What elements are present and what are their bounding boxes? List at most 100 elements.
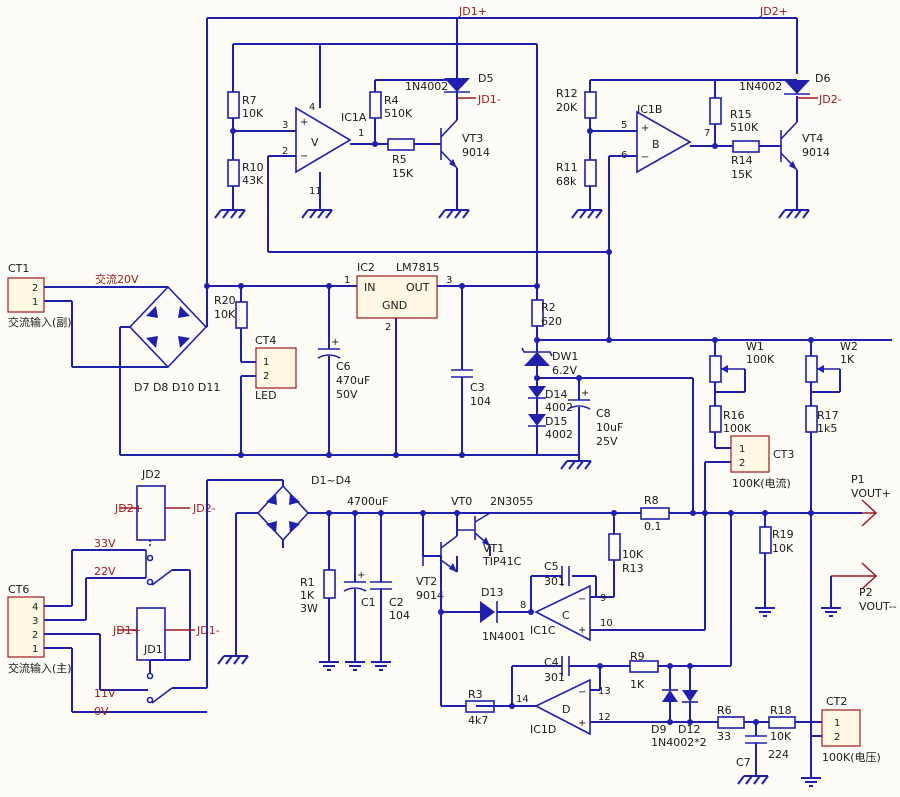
net-label-jd1-plus-top: JD1+ bbox=[458, 5, 487, 18]
svg-text:1K: 1K bbox=[300, 589, 315, 602]
svg-text:CT4: CT4 bbox=[255, 334, 276, 347]
svg-text:4k7: 4k7 bbox=[468, 714, 488, 727]
svg-text:D13: D13 bbox=[481, 586, 503, 599]
svg-text:CT3: CT3 bbox=[773, 448, 794, 461]
svg-text:R15: R15 bbox=[730, 108, 752, 121]
svg-text:1N4002: 1N4002 bbox=[405, 80, 448, 93]
svg-text:DW1: DW1 bbox=[552, 350, 578, 363]
svg-text:−: − bbox=[300, 151, 308, 162]
svg-text:3W: 3W bbox=[300, 602, 318, 615]
regulator-ic2: IC2 LM7815 IN OUT GND 1 3 2 bbox=[344, 261, 452, 333]
net-label-jd2-minus-top: JD2- bbox=[818, 93, 842, 106]
diode-d13: D13 1N4001 bbox=[480, 586, 525, 643]
svg-text:1: 1 bbox=[344, 275, 350, 286]
capacitor-c3: C3 104 bbox=[451, 369, 491, 408]
svg-text:25V: 25V bbox=[596, 435, 618, 448]
svg-text:JD2+: JD2+ bbox=[759, 5, 788, 18]
svg-text:10K: 10K bbox=[770, 730, 792, 743]
svg-text:33V: 33V bbox=[94, 537, 116, 550]
resistor-r20: R20 10K bbox=[214, 294, 248, 329]
svg-text:C2: C2 bbox=[389, 596, 404, 609]
diode-d6: 1N4002 D6 bbox=[739, 72, 830, 95]
svg-text:7: 7 bbox=[704, 128, 710, 139]
svg-text:VT1: VT1 bbox=[483, 542, 504, 555]
svg-text:D12: D12 bbox=[678, 723, 700, 736]
svg-text:D7 D8 D10 D11: D7 D8 D10 D11 bbox=[134, 381, 220, 394]
capacitor-c6: + C6 470uF 50V bbox=[317, 337, 370, 401]
svg-text:R12: R12 bbox=[556, 87, 578, 100]
svg-text:3: 3 bbox=[446, 275, 452, 286]
svg-text:9: 9 bbox=[600, 593, 606, 604]
svg-text:13: 13 bbox=[598, 686, 611, 697]
svg-text:224: 224 bbox=[768, 748, 789, 761]
svg-text:68k: 68k bbox=[556, 175, 577, 188]
potentiometer-w2: W2 1K bbox=[805, 340, 858, 383]
net-label-jd2-plus-top: JD2+ bbox=[759, 5, 788, 18]
svg-text:8: 8 bbox=[520, 600, 526, 611]
svg-text:C3: C3 bbox=[470, 381, 485, 394]
svg-text:2: 2 bbox=[282, 146, 288, 157]
resistor-r7: R7 10K bbox=[227, 91, 264, 120]
opamp-ic1d: D IC1D − + 13 12 14 bbox=[516, 678, 611, 736]
svg-text:C1: C1 bbox=[361, 596, 376, 609]
svg-text:15K: 15K bbox=[731, 168, 753, 181]
opamp-ic1c: C IC1C − + 9 10 8 bbox=[520, 584, 613, 642]
svg-text:2: 2 bbox=[385, 322, 391, 333]
svg-text:1N4002*2: 1N4002*2 bbox=[651, 736, 707, 749]
svg-text:2: 2 bbox=[834, 732, 840, 743]
svg-text:2: 2 bbox=[32, 630, 38, 641]
svg-text:3: 3 bbox=[282, 120, 288, 131]
svg-text:D14: D14 bbox=[545, 388, 567, 401]
capacitor-c5: C5 301 bbox=[544, 560, 570, 588]
svg-text:1N4001: 1N4001 bbox=[482, 630, 525, 643]
svg-text:VT3: VT3 bbox=[462, 132, 483, 145]
transistor-vt3: VT3 9014 bbox=[440, 119, 490, 169]
svg-text:+: + bbox=[357, 570, 365, 581]
svg-text:10K: 10K bbox=[772, 542, 794, 555]
svg-text:D1~D4: D1~D4 bbox=[311, 474, 351, 487]
svg-text:R5: R5 bbox=[392, 153, 407, 166]
svg-text:+: + bbox=[331, 337, 339, 348]
svg-text:GND: GND bbox=[382, 299, 407, 312]
svg-text:301: 301 bbox=[544, 575, 565, 588]
svg-text:10K: 10K bbox=[214, 308, 236, 321]
svg-text:9014: 9014 bbox=[416, 589, 444, 602]
top-rail bbox=[206, 17, 798, 286]
svg-text:LED: LED bbox=[255, 389, 277, 402]
svg-text:C5: C5 bbox=[544, 560, 559, 573]
relay-jd2: JD2 bbox=[136, 468, 173, 586]
resistor-r10: R10 43K bbox=[227, 159, 264, 187]
svg-text:R18: R18 bbox=[770, 704, 792, 717]
c1-value-label: 4700uF bbox=[347, 495, 388, 508]
svg-text:+: + bbox=[578, 625, 586, 636]
svg-text:1: 1 bbox=[32, 297, 38, 308]
svg-text:22V: 22V bbox=[94, 565, 116, 578]
resistor-r3: R3 4k7 bbox=[465, 688, 495, 727]
svg-text:−: − bbox=[578, 687, 586, 698]
svg-text:+: + bbox=[581, 388, 589, 399]
resistor-r5: R5 15K bbox=[387, 138, 415, 180]
resistor-r8: R8 0.1 bbox=[640, 494, 670, 533]
svg-text:LM7815: LM7815 bbox=[396, 261, 440, 274]
svg-text:R6: R6 bbox=[717, 704, 732, 717]
svg-text:JD1: JD1 bbox=[143, 643, 163, 656]
svg-text:4002: 4002 bbox=[545, 401, 573, 414]
diode-d5: 1N4002 D5 bbox=[405, 72, 493, 93]
svg-text:2: 2 bbox=[263, 371, 269, 382]
svg-text:33: 33 bbox=[717, 730, 731, 743]
svg-text:10K: 10K bbox=[242, 107, 264, 120]
svg-text:OUT: OUT bbox=[406, 281, 430, 294]
svg-text:43K: 43K bbox=[242, 174, 264, 187]
svg-text:20K: 20K bbox=[556, 101, 578, 114]
connector-ct1: CT1 2 1 交流输入(副) bbox=[7, 262, 72, 329]
svg-text:R14: R14 bbox=[731, 154, 753, 167]
transistor-vt0: VT0 2N3055 bbox=[451, 495, 533, 547]
diodes-d9-d12: D9 D12 1N4002*2 bbox=[651, 689, 707, 749]
svg-text:VT2: VT2 bbox=[416, 575, 437, 588]
svg-text:V: V bbox=[311, 136, 319, 149]
svg-text:VT4: VT4 bbox=[802, 132, 823, 145]
transistor-vt2: VT2 9014 bbox=[416, 556, 444, 602]
svg-text:VOUT--: VOUT-- bbox=[859, 600, 897, 613]
capacitor-c2: C2 104 bbox=[370, 581, 410, 622]
diode-d15: D15 4002 bbox=[528, 414, 573, 441]
